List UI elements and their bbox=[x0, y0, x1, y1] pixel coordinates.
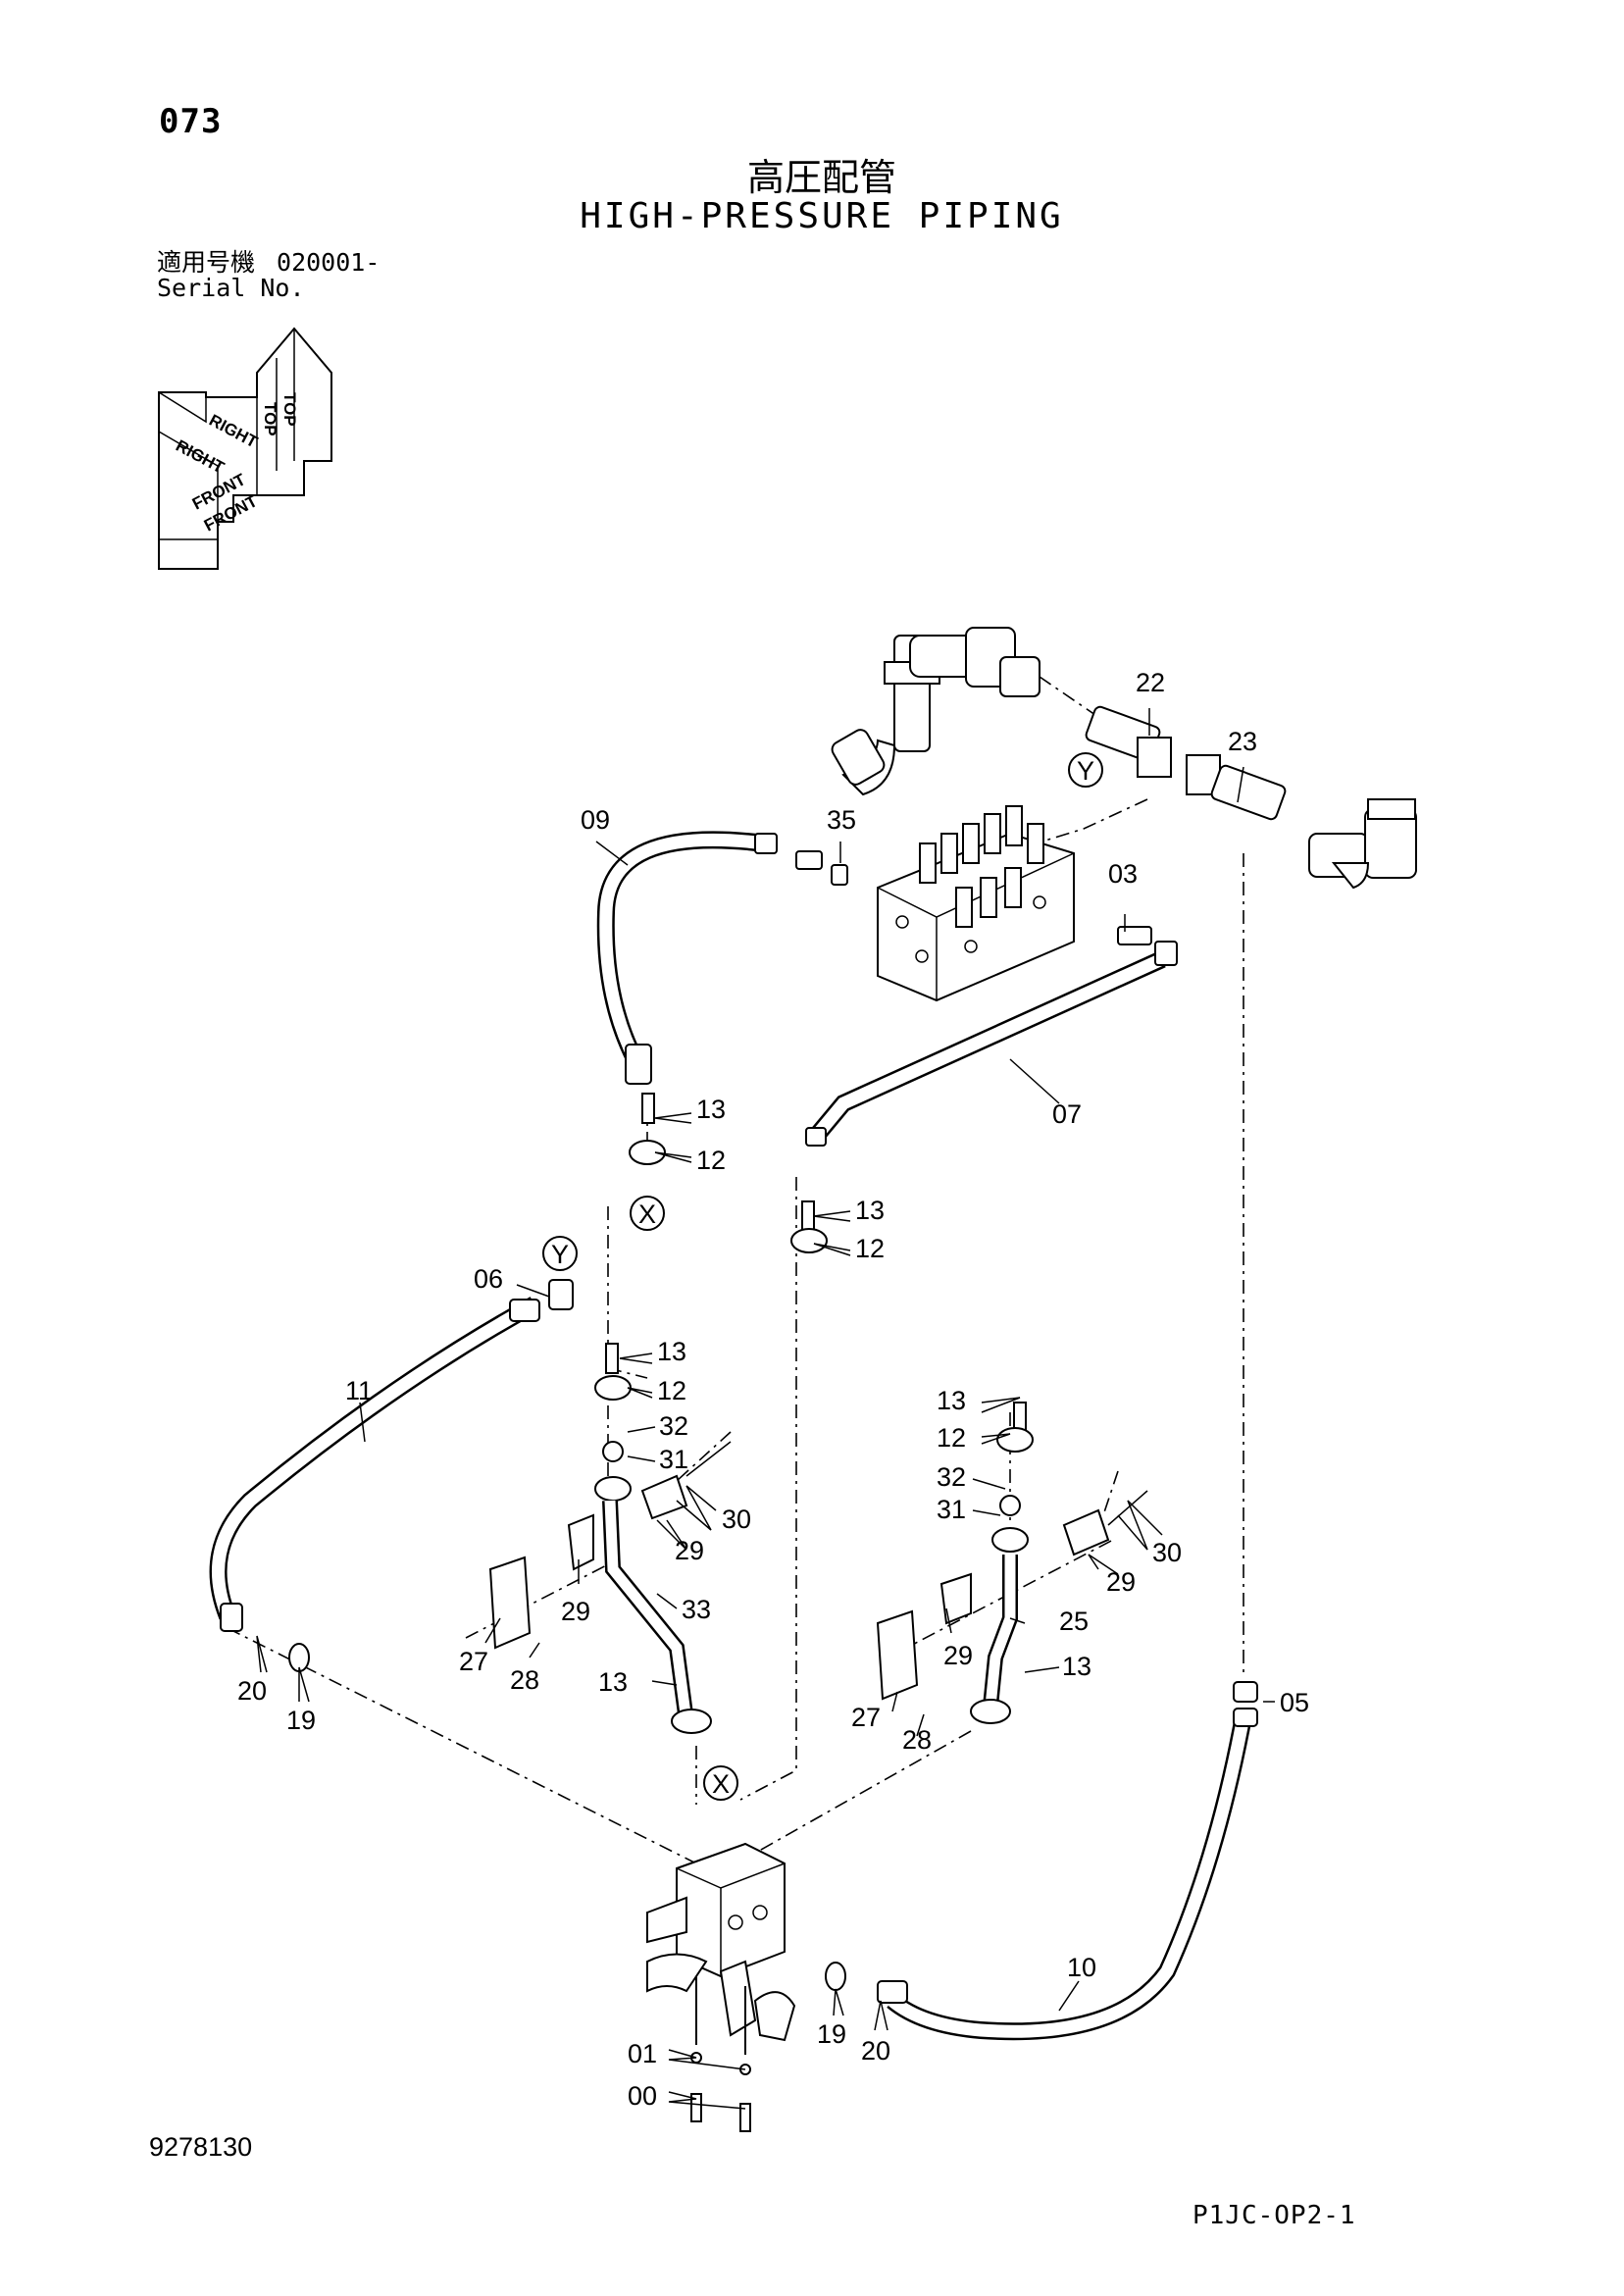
callout-33: 33 bbox=[682, 1595, 711, 1624]
hose-10 bbox=[877, 1681, 1258, 2041]
callout-30-b: 30 bbox=[1152, 1538, 1182, 1567]
hose-11 bbox=[209, 1279, 574, 1632]
callout-00: 00 bbox=[628, 2081, 657, 2111]
title-english: HIGH-PRESSURE PIPING bbox=[580, 196, 1064, 236]
callout-29-d: 29 bbox=[943, 1641, 973, 1670]
orientation-icon: RIGHT RIGHT FRONT FRONT TOP TOP bbox=[158, 327, 332, 570]
callout-29-c: 29 bbox=[1106, 1567, 1136, 1597]
callout-12-b: 12 bbox=[855, 1234, 885, 1263]
serial-value: 020001- bbox=[277, 248, 381, 277]
page-number: 073 bbox=[159, 102, 223, 141]
label-right: RIGHT bbox=[173, 436, 228, 478]
callout-31-b: 31 bbox=[937, 1495, 966, 1524]
callout-03: 03 bbox=[1108, 859, 1138, 889]
callout-09: 09 bbox=[581, 805, 610, 835]
callout-13-b: 13 bbox=[855, 1196, 885, 1225]
ref-x-lower: X bbox=[712, 1769, 730, 1799]
callout-28-b: 28 bbox=[902, 1725, 932, 1755]
brackets bbox=[488, 1441, 1148, 1701]
pipe-33 bbox=[602, 1500, 712, 1734]
pipe-25 bbox=[970, 1555, 1018, 1724]
connection-lines bbox=[227, 676, 1244, 1869]
callout-20-b: 20 bbox=[861, 2036, 890, 2066]
callout-30-a: 30 bbox=[722, 1505, 751, 1534]
ref-x-upper: X bbox=[638, 1199, 656, 1229]
callout-13-a: 13 bbox=[696, 1095, 726, 1124]
clamps bbox=[594, 1093, 1034, 1553]
callout-13-d: 13 bbox=[598, 1667, 628, 1697]
callout-20-a: 20 bbox=[237, 1676, 267, 1706]
callout-19-a: 19 bbox=[286, 1706, 316, 1735]
label-right-back: RIGHT bbox=[206, 411, 261, 452]
label-top-back: TOP bbox=[261, 402, 279, 436]
leader-lines bbox=[256, 708, 1275, 2110]
callout-13-e: 13 bbox=[937, 1386, 966, 1415]
hose-07 bbox=[805, 926, 1178, 1147]
callout-13-f: 13 bbox=[1062, 1652, 1091, 1681]
callout-12-c: 12 bbox=[657, 1376, 686, 1405]
callout-12-a: 12 bbox=[696, 1146, 726, 1175]
title-japanese: 高圧配管 bbox=[746, 156, 896, 199]
callout-06: 06 bbox=[474, 1264, 503, 1294]
drawing-number: 9278130 bbox=[149, 2132, 253, 2162]
control-valve bbox=[877, 805, 1075, 1002]
callout-12-e: 12 bbox=[937, 1423, 966, 1453]
serial-label-ja: 適用号機 bbox=[157, 248, 256, 277]
ref-y-lower: Y bbox=[551, 1240, 569, 1269]
callout-19-b: 19 bbox=[817, 2019, 846, 2049]
serial-label-en: Serial No. bbox=[157, 274, 305, 302]
callout-22: 22 bbox=[1136, 668, 1165, 697]
callout-25: 25 bbox=[1059, 1607, 1089, 1636]
callout-31-a: 31 bbox=[659, 1445, 688, 1474]
callout-27-b: 27 bbox=[851, 1703, 881, 1732]
callout-01: 01 bbox=[628, 2039, 657, 2068]
ref-y-upper: Y bbox=[1077, 756, 1094, 786]
callout-13-c: 13 bbox=[657, 1337, 686, 1366]
manifold-block bbox=[288, 1643, 846, 2132]
hose-09 bbox=[596, 831, 848, 1085]
serial-info: 適用号機 020001- Serial No. bbox=[157, 250, 401, 301]
callout-29-a: 29 bbox=[675, 1536, 704, 1565]
callout-10: 10 bbox=[1067, 1953, 1096, 1982]
callout-29-b: 29 bbox=[561, 1597, 590, 1626]
callout-27-a: 27 bbox=[459, 1647, 488, 1676]
label-top: TOP bbox=[280, 392, 299, 427]
callout-35: 35 bbox=[827, 805, 856, 835]
part-callouts: 22 23 35 09 03 07 13 12 13 12 06 11 13 1… bbox=[237, 668, 1309, 2111]
suction-pipes bbox=[831, 627, 1417, 890]
callout-28-a: 28 bbox=[510, 1665, 539, 1695]
callout-11: 11 bbox=[345, 1376, 373, 1405]
sheet-id: P1JC-OP2-1 bbox=[1193, 2201, 1356, 2230]
callout-32-b: 32 bbox=[937, 1462, 966, 1492]
callout-23: 23 bbox=[1228, 727, 1257, 756]
reference-markers: Y X Y X bbox=[542, 752, 1103, 1801]
callout-05: 05 bbox=[1280, 1688, 1309, 1717]
callout-32-a: 32 bbox=[659, 1411, 688, 1441]
callout-07: 07 bbox=[1052, 1099, 1082, 1129]
